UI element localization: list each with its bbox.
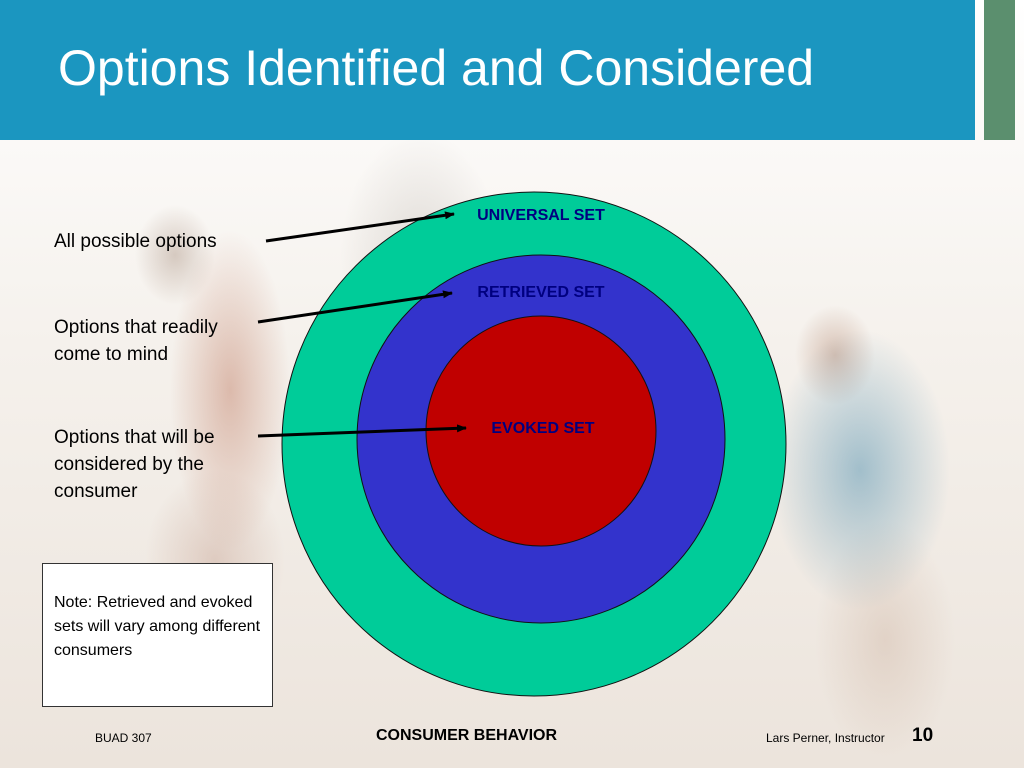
footer-course: BUAD 307 — [95, 731, 152, 745]
footer-instructor: Lars Perner, Instructor — [766, 731, 885, 745]
retrieved-arrow — [257, 290, 453, 324]
footer-subject: CONSUMER BEHAVIOR — [376, 727, 558, 744]
retrieved-description: Options that readily come to mind — [54, 317, 218, 365]
universal-set-label: UNIVERSAL SET — [477, 207, 605, 224]
note-box: Note: Retrieved and evoked sets will var… — [42, 563, 273, 707]
accent-stripe — [984, 0, 1015, 140]
slide-title: Options Identified and Considered — [58, 40, 815, 96]
universal-description: All possible options — [54, 231, 217, 252]
evoked-description: Options that will be considered by the c… — [54, 427, 215, 502]
title-banner — [0, 0, 975, 140]
evoked-set-label: EVOKED SET — [491, 420, 594, 437]
evoked-arrow — [257, 424, 467, 438]
universal-arrow — [265, 211, 455, 243]
page-number: 10 — [912, 725, 934, 746]
retrieved-set-label: RETRIEVED SET — [477, 284, 604, 301]
